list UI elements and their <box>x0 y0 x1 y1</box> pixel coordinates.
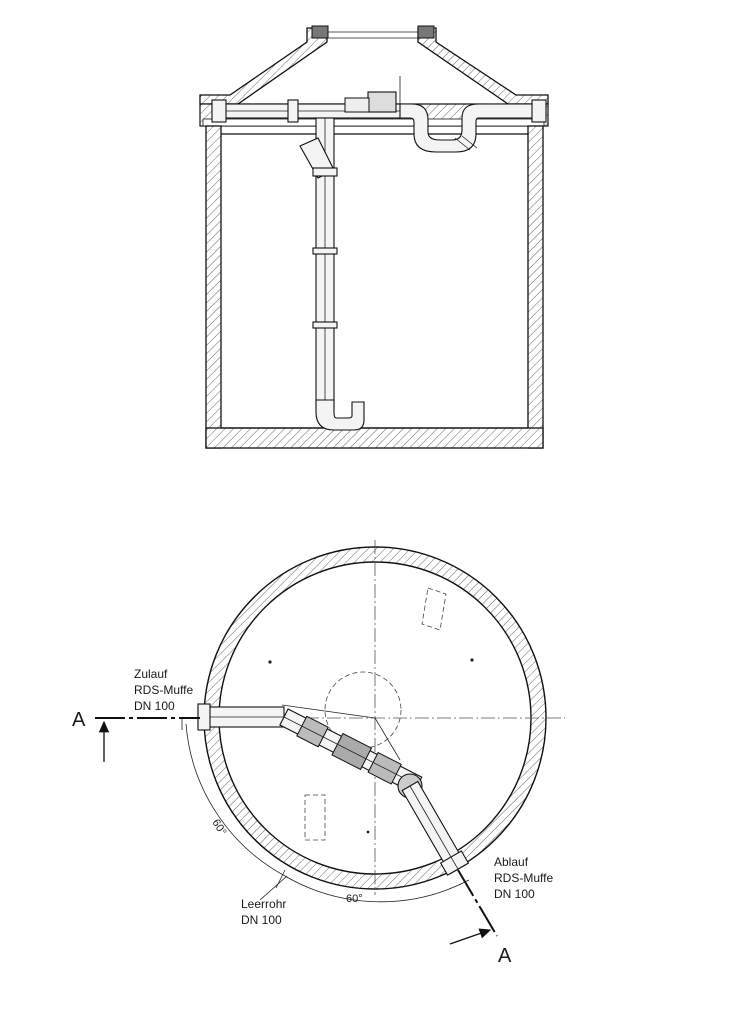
empty-pipe-label-line2: DN 100 <box>241 913 282 927</box>
inlet-label-line1: Zulauf <box>134 667 168 681</box>
pipe-fitting <box>367 91 397 113</box>
inlet-label-line2: RDS-Muffe <box>134 683 193 697</box>
outlet-label-line1: Ablauf <box>494 855 529 869</box>
section-mark-right: A <box>498 945 512 967</box>
section-view <box>199 25 549 449</box>
cone-rim-left <box>311 25 329 39</box>
tank-bottom <box>205 427 544 449</box>
empty-pipe-label-line1: Leerrohr <box>241 897 286 911</box>
cone-right-wall <box>417 27 549 105</box>
cone-left-wall <box>199 27 328 105</box>
cone-rim-right <box>417 25 435 39</box>
outlet-label-line3: DN 100 <box>494 887 535 901</box>
plan-view: Zulauf RDS-Muffe DN 100 Ablauf RDS-Muffe… <box>72 540 565 967</box>
tank-right-wall <box>527 125 544 449</box>
outlet-label-line2: RDS-Muffe <box>494 871 553 885</box>
angle-label-bottom: 60° <box>346 893 363 905</box>
tank-left-wall <box>205 125 222 449</box>
angle-label-left: 60° <box>209 817 228 837</box>
inlet-label-line3: DN 100 <box>134 699 175 713</box>
section-mark-left: A <box>72 709 86 731</box>
bottom-bend <box>315 399 365 431</box>
